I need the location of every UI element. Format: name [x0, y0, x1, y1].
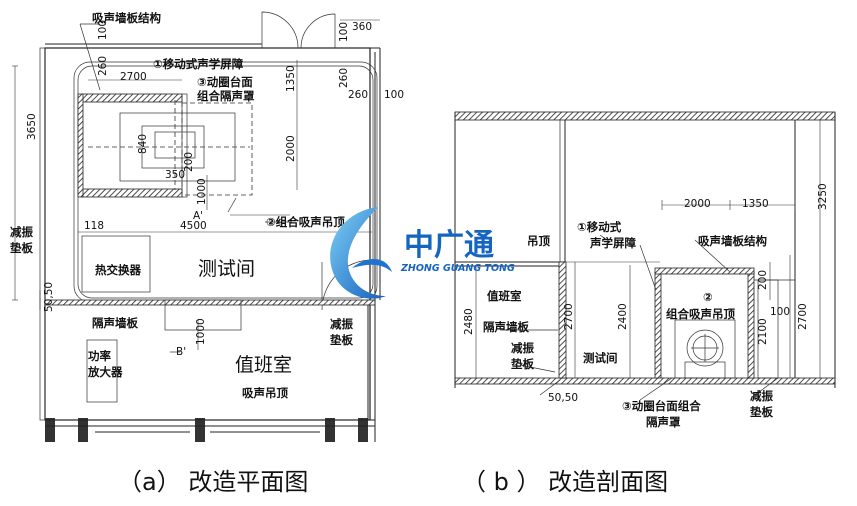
plan-dim-350: 350	[165, 169, 185, 181]
plan-dim-100b: 100	[338, 22, 350, 42]
plan-screen-top	[81, 93, 183, 103]
plan-dim-118: 118	[84, 220, 104, 232]
section-dim-100: 100	[770, 306, 790, 318]
plan-dim-840: 840	[137, 134, 149, 154]
section-roof-slab	[454, 111, 836, 121]
plan-amplifier	[86, 339, 118, 403]
section-label-test: 测试间	[583, 351, 618, 365]
plan-label-cover-2: 组合隔声罩	[197, 89, 255, 103]
section-label-duty: 值班室	[487, 289, 522, 303]
plan-dim-360: 360	[352, 21, 372, 33]
section-view: ①移动式 声学屏障 吊顶 吸声墙板结构 ② 组合吸声吊顶 值班室 隔声墙板 减振…	[454, 111, 836, 429]
plan-label-amp-2: 放大器	[87, 365, 123, 379]
section-dim-2700r: 2700	[797, 303, 809, 330]
plan-label-wall: 吸声墙板结构	[92, 11, 161, 25]
section-dim-2400: 2400	[617, 303, 629, 330]
plan-label-abs-ceiling: 吸声吊顶	[242, 386, 288, 400]
plan-label-damper-r2: 垫板	[330, 333, 353, 347]
plan-section-a: A'	[193, 210, 203, 222]
plan-label-cover-1: ③动圈台面	[197, 75, 253, 89]
section-cover-right	[747, 271, 755, 379]
section-dim-200: 200	[757, 270, 769, 290]
section-label-damper-2: 垫板	[511, 357, 534, 371]
plan-label-ceiling: ②组合吸声吊顶	[266, 215, 345, 229]
section-floor-slab	[454, 377, 836, 385]
plan-door-opening	[164, 299, 242, 331]
plan-column	[45, 418, 55, 442]
plan-label-partition: 隔声墙板	[92, 316, 138, 330]
section-shaker	[686, 329, 724, 367]
plan-dim-260b: 260	[338, 68, 350, 88]
section-label-damper-r2: 垫板	[750, 405, 773, 419]
plan-label-test: 测试间	[198, 258, 255, 280]
plan-dim-3650: 3650	[26, 113, 38, 140]
plan-dim-2700: 2700	[120, 71, 147, 83]
plan-heat-exchanger	[81, 235, 151, 293]
section-label-ceiling: 组合吸声吊顶	[666, 307, 735, 321]
logo-swoosh-icon	[330, 207, 386, 299]
section-dim-5050: 50,50	[548, 392, 578, 404]
plan-door-top-left	[261, 11, 299, 49]
logo-cn: 中广通	[404, 228, 494, 263]
section-label-damper-r1: 减振	[750, 389, 773, 403]
section-dim-2000: 2000	[684, 198, 711, 210]
caption-b: （ b ） 改造剖面图	[462, 468, 668, 496]
plan-label-amp-1: 功率	[88, 349, 111, 363]
section-label-damper-1: 减振	[511, 341, 534, 355]
section-label-screen-1: ①移动式	[577, 220, 622, 234]
section-label-partition: 隔声墙板	[483, 320, 529, 334]
plan-dim-1350: 1350	[285, 65, 297, 92]
plan-dim-100a: 100	[97, 20, 109, 40]
plan-wall-left-thick	[39, 47, 46, 421]
plan-label-heat: 热交换器	[95, 263, 141, 277]
caption-a: （a） 改造平面图	[118, 468, 308, 496]
plan-label-damper-2: 垫板	[10, 241, 33, 255]
plan-dim-4500: 4500	[180, 220, 207, 232]
section-dim-2100: 2100	[757, 318, 769, 345]
logo-en: ZHONG GUANG TONG	[400, 263, 515, 274]
plan-partition	[44, 299, 376, 306]
brand-logo: 中广通 ZHONG GUANG TONG	[330, 207, 515, 299]
plan-dim-260c: 260	[348, 89, 368, 101]
plan-door-top-right	[300, 13, 336, 49]
section-label-hang: 吊顶	[527, 234, 550, 248]
plan-dim-2000: 2000	[285, 135, 297, 162]
section-label-wall: 吸声墙板结构	[698, 234, 767, 248]
plan-dim-100c: 100	[384, 89, 404, 101]
plan-ceiling-zone	[181, 102, 253, 196]
plan-dim-1000b: 1000	[195, 318, 207, 345]
section-label-cover-1: ③动圈台面组合	[622, 399, 701, 413]
section-partition	[558, 261, 567, 379]
plan-label-screen: ①移动式声学屏障	[153, 57, 244, 71]
section-cover-top	[654, 267, 755, 275]
plan-dim-1000a: 1000	[196, 178, 208, 205]
plan-outer-wall	[44, 47, 371, 421]
floor-plan: 吸声墙板结构 ①移动式声学屏障 ③动圈台面 组合隔声罩 ②组合吸声吊顶 减振 垫…	[10, 11, 404, 442]
plan-dim-260a: 260	[97, 56, 109, 76]
plan-label-damper-r1: 减振	[330, 317, 353, 331]
section-dim-1350: 1350	[742, 198, 769, 210]
section-label-cover-2: 隔声罩	[646, 415, 681, 429]
section-cover-left	[654, 271, 662, 379]
plan-screen-left	[77, 93, 84, 198]
plan-dim-5050: 50,50	[43, 282, 55, 312]
plan-screen-bottom	[81, 188, 183, 198]
plan-dim-200: 200	[183, 152, 195, 172]
section-label-ceiling-num: ②	[703, 290, 713, 304]
section-dim-2700: 2700	[563, 303, 575, 330]
plan-section-b: B'	[176, 346, 186, 358]
section-label-screen-2: 声学屏障	[589, 236, 636, 250]
section-dim-3250: 3250	[817, 183, 829, 210]
section-dim-2480: 2480	[463, 308, 475, 335]
plan-label-duty: 值班室	[235, 354, 292, 376]
plan-label-damper-1: 减振	[10, 225, 33, 239]
